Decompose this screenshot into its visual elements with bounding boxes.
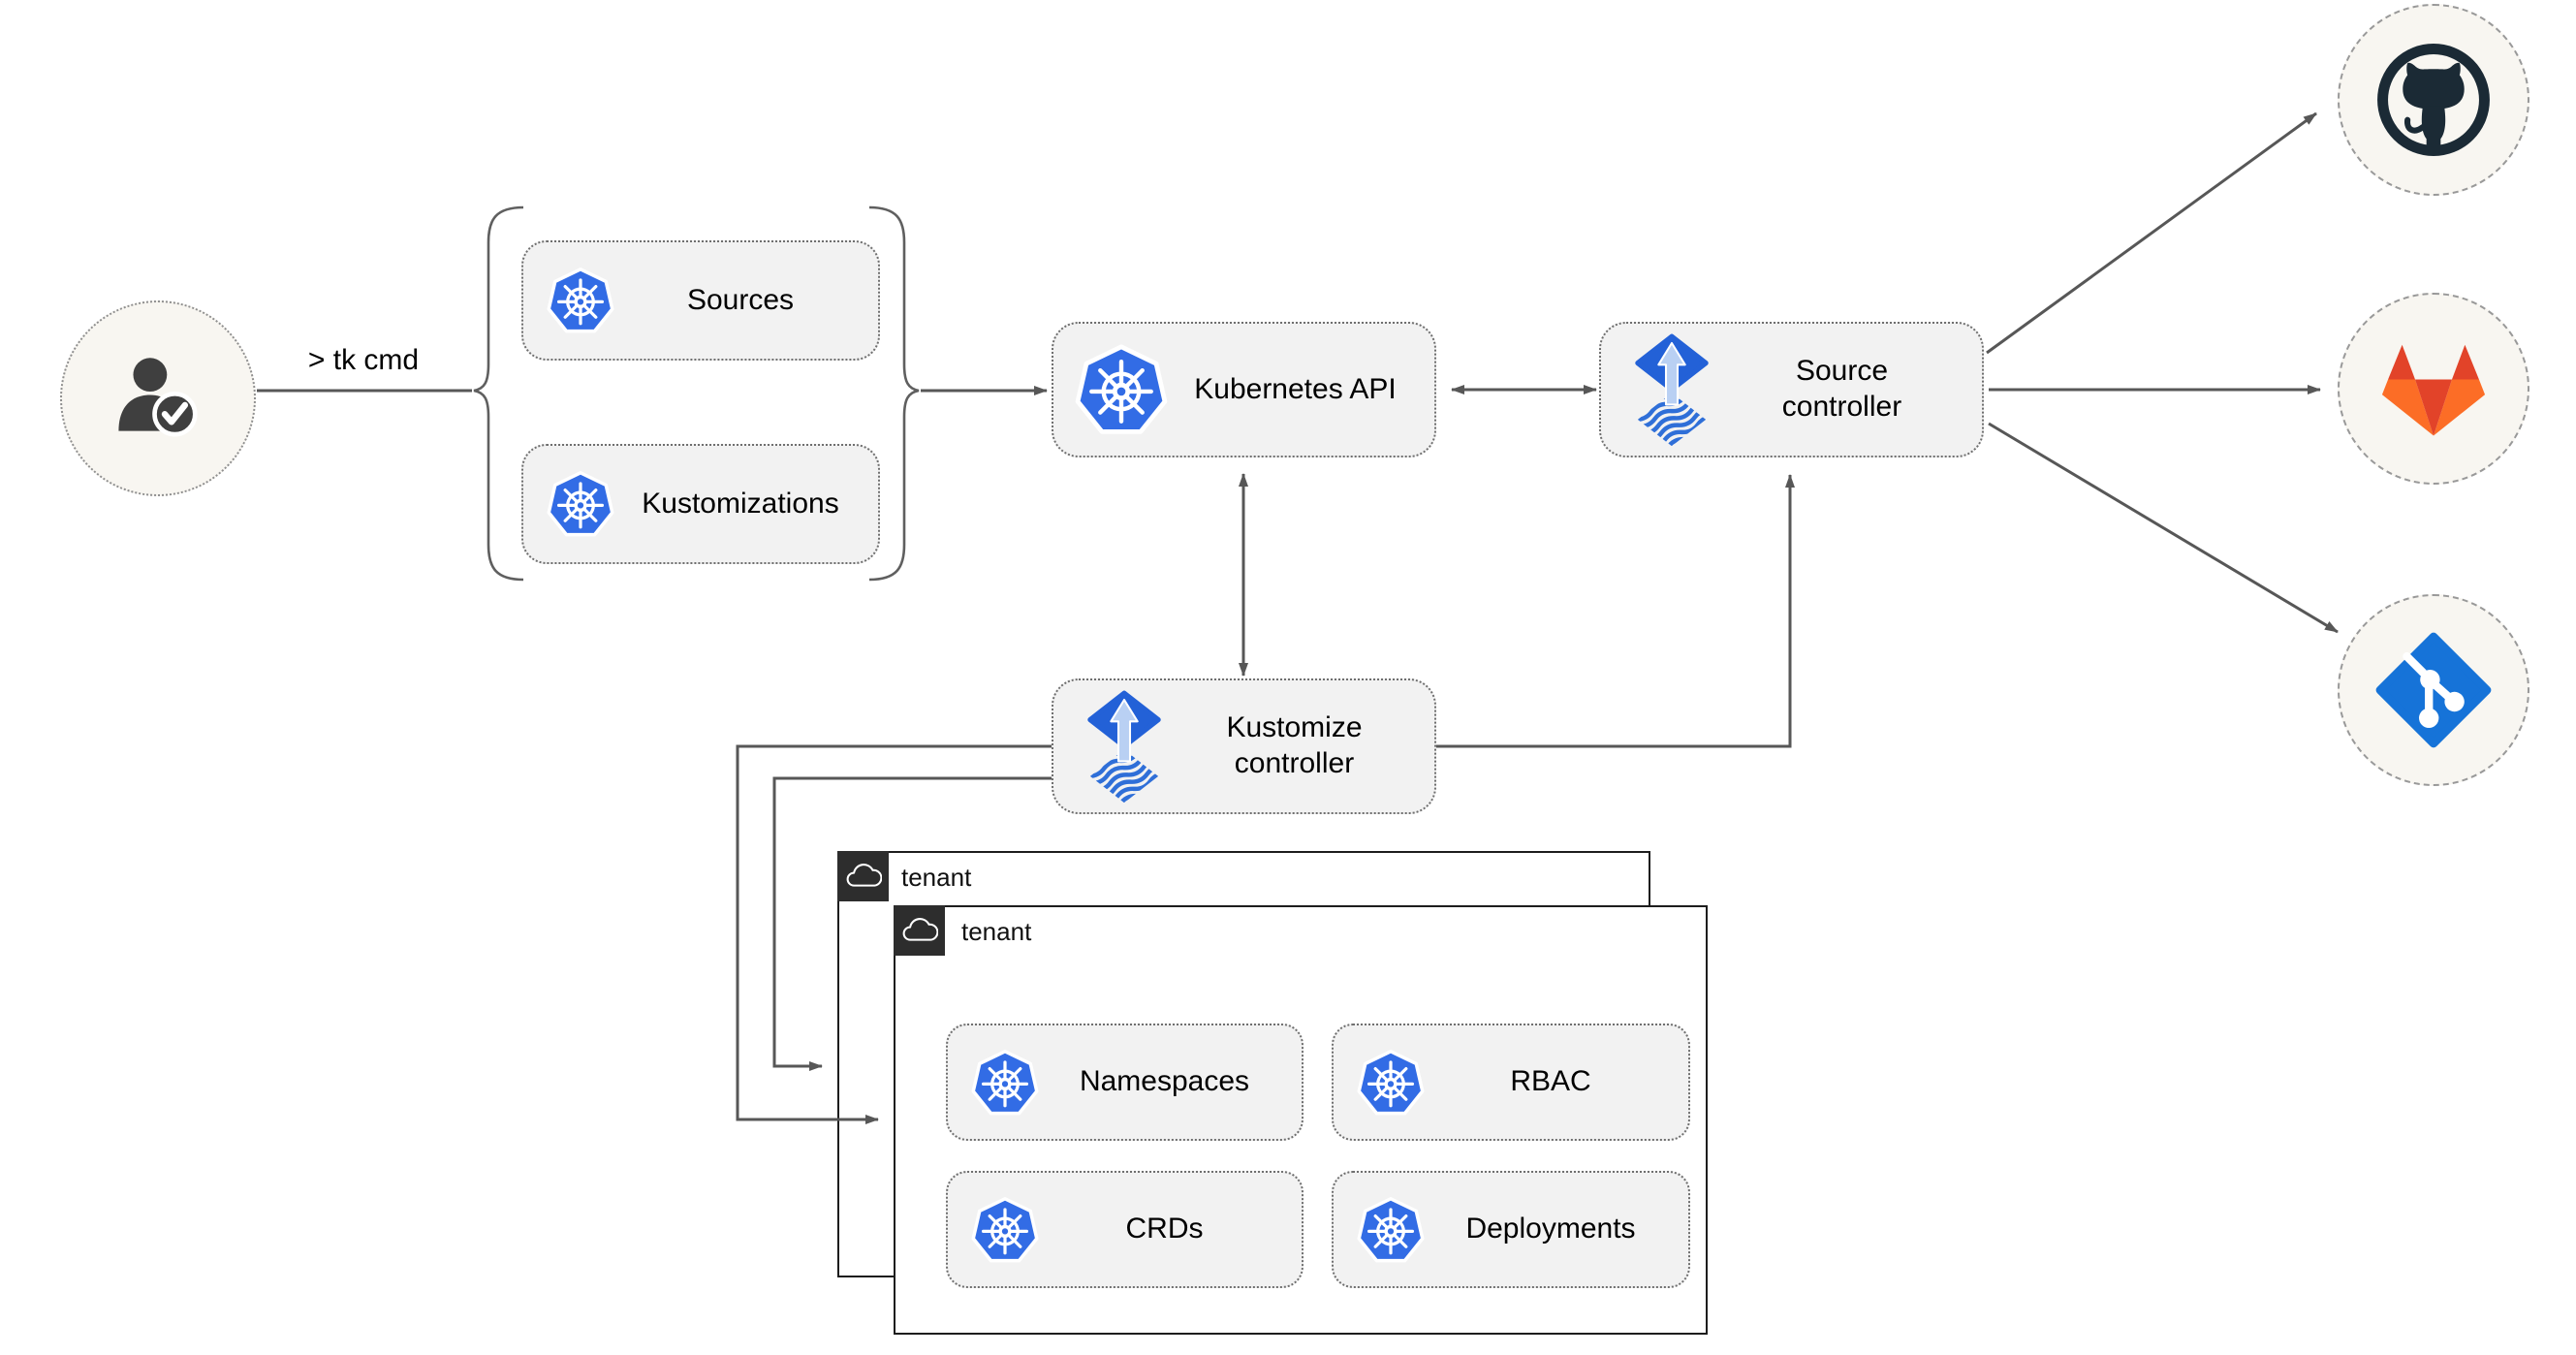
user-verified-icon	[118, 358, 198, 437]
tenant-front-label: tenant	[961, 917, 1032, 946]
tenant-front-tag	[894, 905, 945, 956]
node-source-controller: Source controller	[1599, 322, 1984, 457]
gitlab-tanuki-icon	[2381, 344, 2486, 436]
kubernetes-icon	[971, 1049, 1039, 1117]
git-branch-icon	[2375, 632, 2492, 748]
remote-github	[2338, 4, 2529, 196]
node-label: Kustomizations	[642, 487, 839, 520]
node-sources: Sources	[521, 240, 880, 361]
node-kustomize-controller: Kustomize controller	[1052, 678, 1436, 814]
node-crds: CRDs	[946, 1171, 1304, 1288]
kubernetes-icon	[547, 267, 614, 334]
remote-gitlab	[2338, 293, 2529, 485]
kubernetes-icon	[971, 1196, 1039, 1264]
node-namespaces: Namespaces	[946, 1024, 1304, 1141]
edge-source-to-git	[1988, 422, 2339, 634]
remote-git	[2338, 594, 2529, 786]
node-deployments: Deployments	[1332, 1171, 1690, 1288]
node-label: RBAC	[1510, 1065, 1591, 1098]
node-label: Source controller	[1781, 355, 1902, 423]
tenant-back-label: tenant	[901, 863, 972, 892]
node-kustomizations: Kustomizations	[521, 444, 880, 564]
flux-icon	[1630, 331, 1713, 448]
github-octocat-icon	[2377, 44, 2490, 156]
user-node	[60, 300, 256, 496]
node-label: CRDs	[1125, 1213, 1204, 1245]
node-label: Namespaces	[1079, 1065, 1250, 1098]
edge-source-to-github	[1986, 111, 2317, 355]
node-label: Kubernetes API	[1194, 372, 1397, 405]
kubernetes-icon	[1075, 343, 1168, 436]
node-rbac: RBAC	[1332, 1024, 1690, 1141]
left-curly-brace	[473, 205, 524, 582]
node-label: Kustomize controller	[1226, 711, 1363, 779]
kubernetes-icon	[547, 470, 614, 538]
edge-kustomize-to-source-controller	[1436, 474, 1795, 748]
cloud-icon	[845, 864, 882, 890]
tenant-back-tag	[837, 851, 889, 901]
node-label: Sources	[686, 283, 795, 316]
node-label: Deployments	[1465, 1213, 1636, 1245]
kubernetes-icon	[1357, 1196, 1425, 1264]
node-kubernetes-api: Kubernetes API	[1052, 322, 1436, 457]
kubernetes-icon	[1357, 1049, 1425, 1117]
cloud-icon	[901, 918, 938, 944]
flux-icon	[1083, 688, 1166, 804]
cli-command-label: > tk cmd	[307, 344, 420, 376]
